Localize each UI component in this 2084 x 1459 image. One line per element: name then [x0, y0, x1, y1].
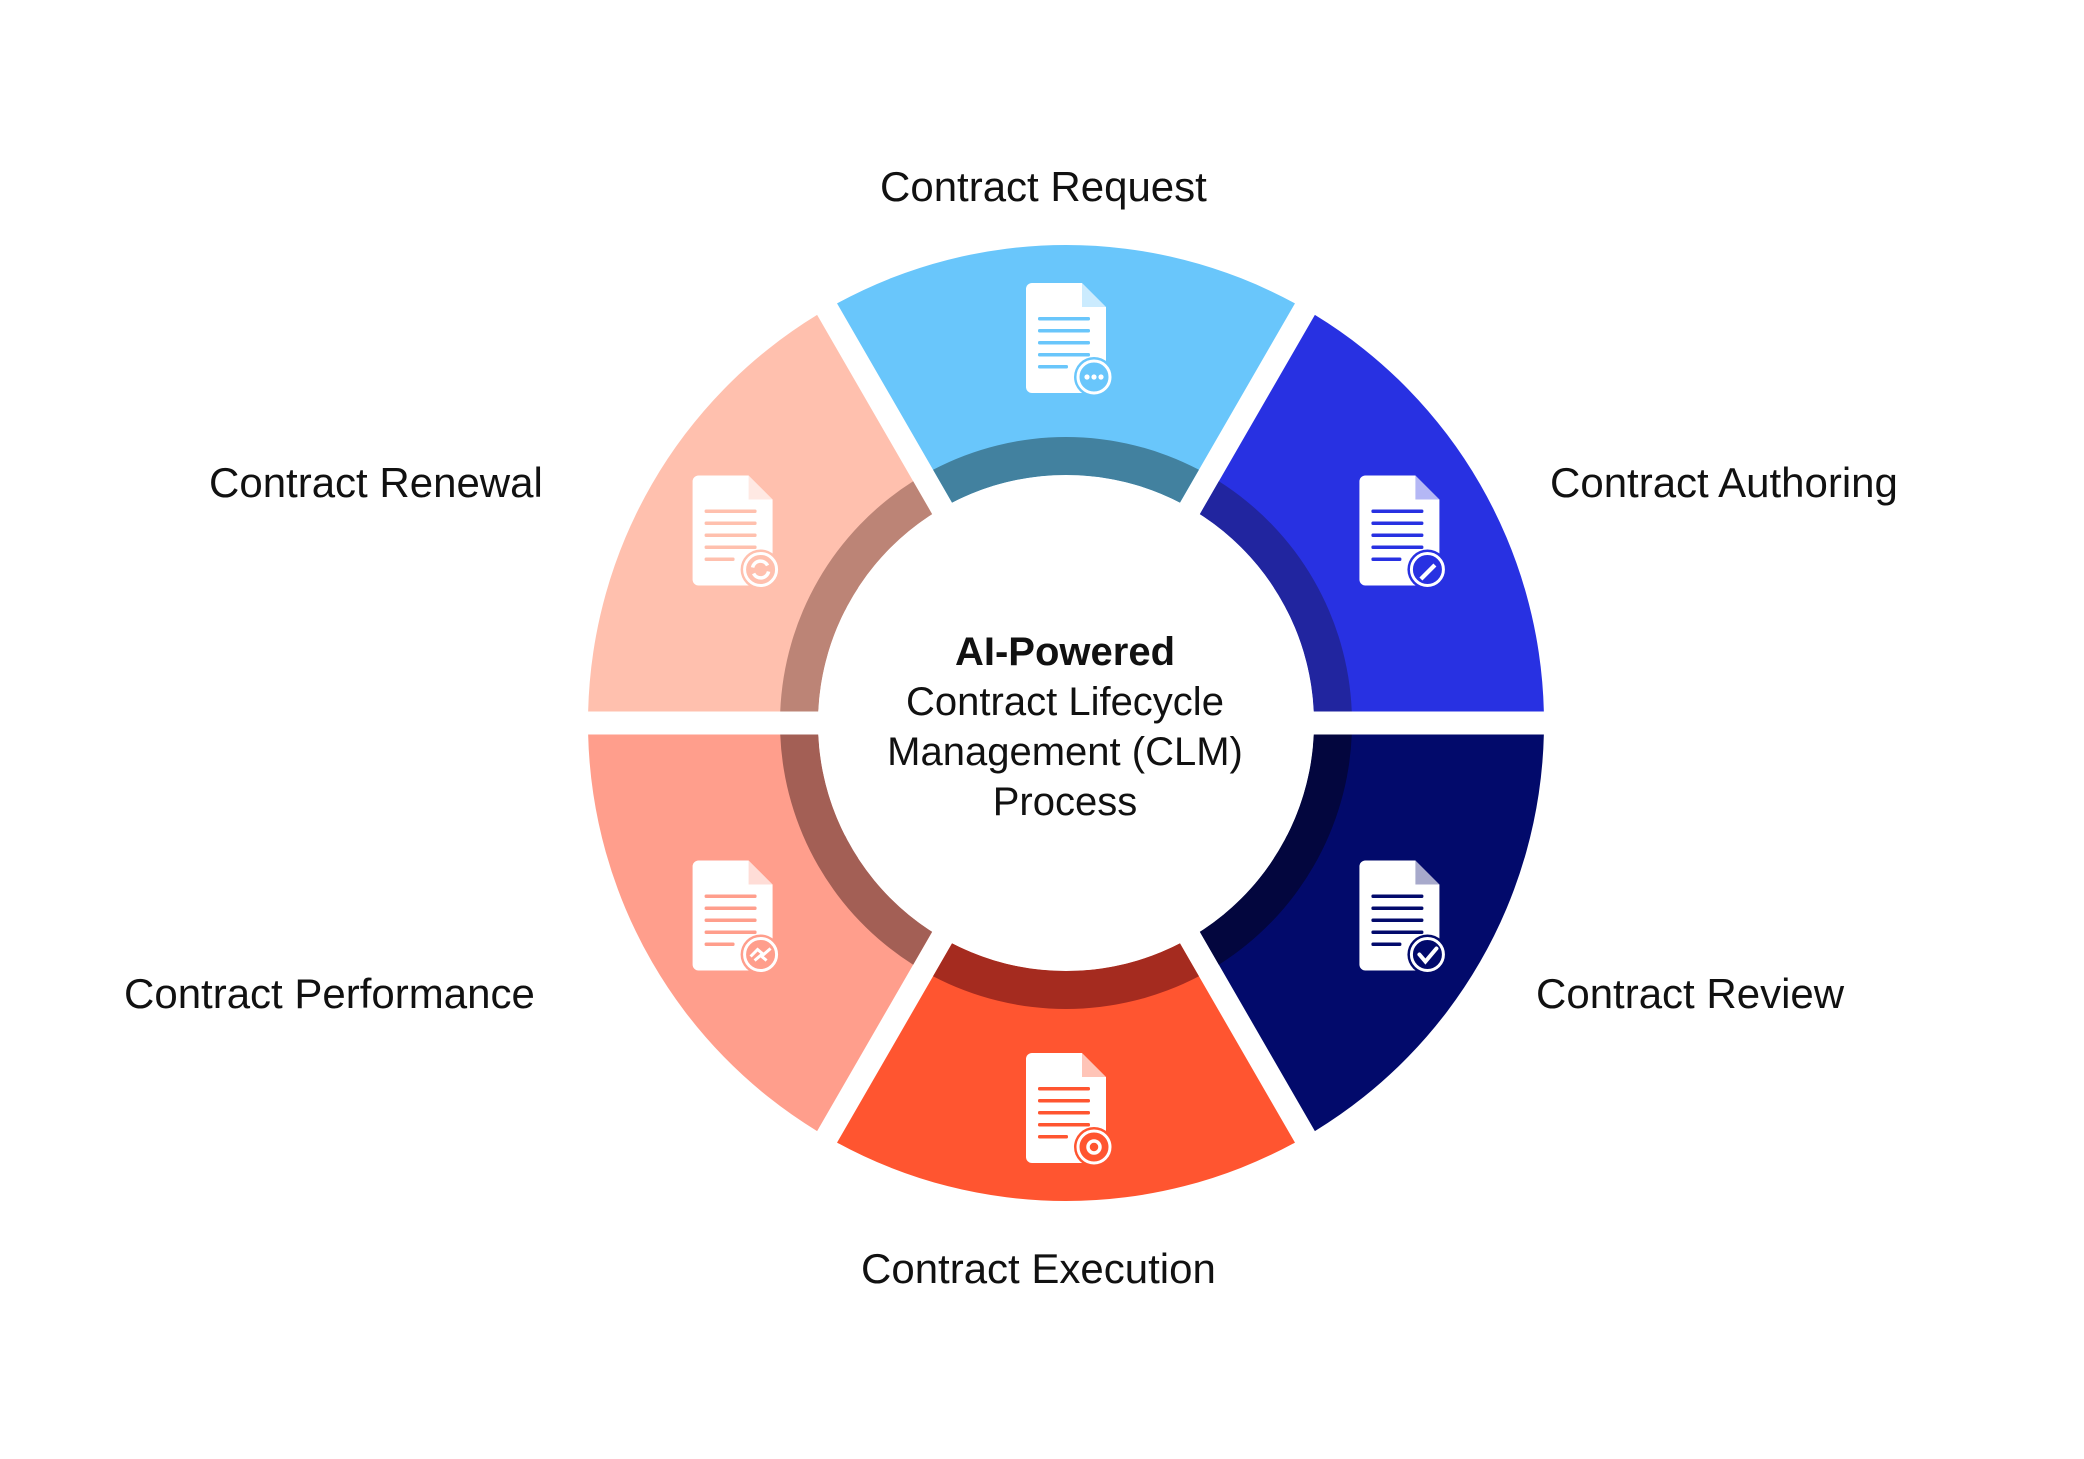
center-title: AI-Powered Contract Lifecycle Management… [830, 627, 1300, 827]
document-pen-icon [1359, 475, 1448, 590]
center-line-3: Process [992, 780, 1138, 824]
document-chat-icon [1026, 283, 1114, 397]
stage-label-request: Contract Request [880, 163, 1207, 210]
document-check-icon [1359, 860, 1448, 975]
segment-inner-band-performance [780, 734, 933, 965]
stage-label-execution: Contract Execution [861, 1245, 1216, 1292]
stage-label-authoring: Contract Authoring [1550, 459, 1898, 506]
stage-label-review: Contract Review [1536, 970, 1845, 1017]
segment-inner-band-authoring [1199, 481, 1352, 712]
segment-inner-band-review [1199, 734, 1352, 965]
stage-label-performance: Contract Performance [124, 970, 535, 1017]
document-refresh-icon [692, 475, 781, 590]
document-gear-icon [1026, 1053, 1114, 1167]
center-heading: AI-Powered [954, 630, 1176, 674]
center-line-1: Contract Lifecycle [906, 680, 1224, 724]
document-handshake-icon [692, 860, 781, 975]
segment-inner-band-request [933, 437, 1199, 503]
segment-inner-band-renewal [780, 481, 933, 712]
center-line-2: Management (CLM) [887, 730, 1243, 774]
stage-label-renewal: Contract Renewal [209, 459, 543, 506]
center-disc [818, 475, 1314, 971]
segment-inner-band-execution [933, 943, 1199, 1009]
